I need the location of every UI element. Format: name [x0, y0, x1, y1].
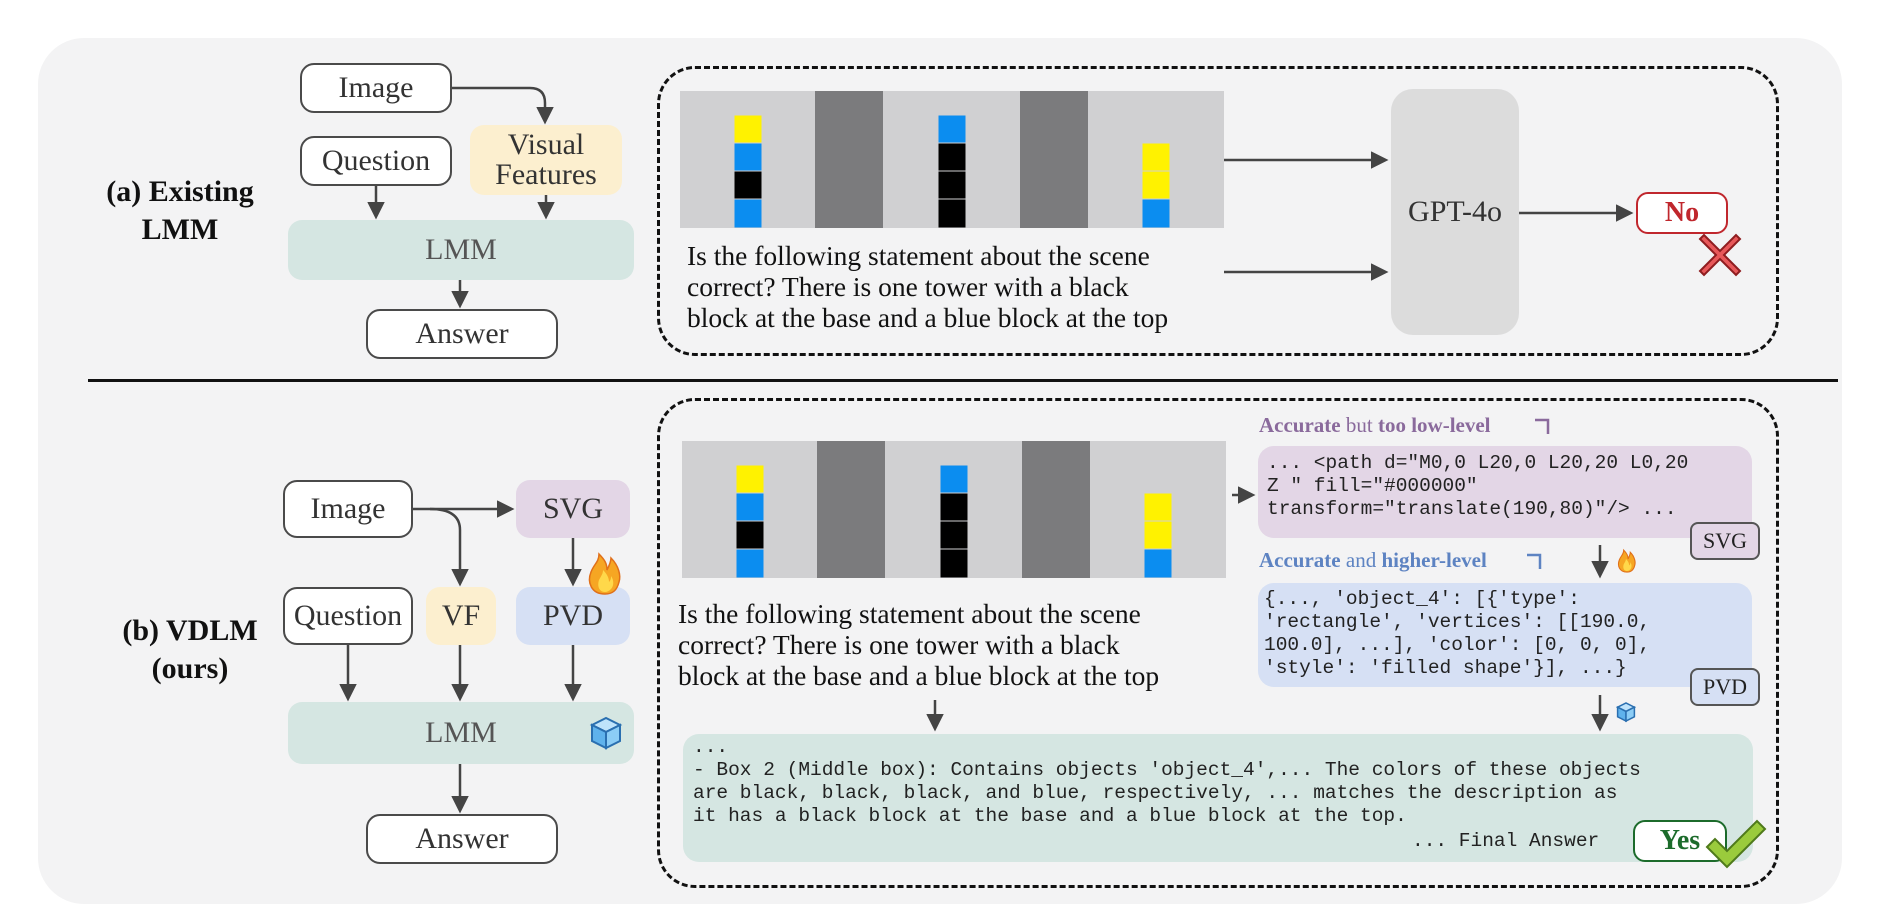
answer-node: Answer: [366, 309, 558, 359]
arrow-image-to-vf: [429, 507, 469, 587]
svg-tag: SVG: [1690, 522, 1760, 560]
checkmark-icon: [1705, 819, 1767, 869]
visual-features-line: Visual: [507, 128, 585, 161]
example-box-vdlm: [657, 398, 1779, 888]
caption-connector: but: [1340, 413, 1378, 437]
question-node: Question: [283, 587, 413, 645]
caption-connector: and: [1340, 548, 1382, 572]
section-label-existing: (a) Existing LMM: [80, 173, 280, 249]
visual-features-node: Visual Features: [470, 125, 622, 195]
example-box-existing: [657, 66, 1779, 356]
fire-icon: [1617, 548, 1636, 573]
result-no-badge: No: [1636, 192, 1728, 234]
image-node: Image: [300, 63, 452, 113]
reasoning-text: ... - Box 2 (Middle box): Contains objec…: [693, 736, 1641, 827]
section-label-line: LMM: [141, 213, 219, 246]
svg-node: SVG: [516, 480, 630, 538]
caption-accurate: Accurate: [1259, 548, 1341, 572]
tower-scene-image: [680, 91, 1224, 228]
reasoning-box: [683, 734, 1753, 862]
ice-cube-icon: [1615, 702, 1637, 723]
caption-bracket: [1535, 418, 1550, 434]
result-yes-badge: Yes: [1633, 820, 1727, 862]
fire-icon: [588, 552, 621, 595]
svg-code: ... <path d="M0,0 L20,0 L20,20 L0,20 Z "…: [1267, 452, 1689, 520]
section-label-vdlm: (b) VDLM (ours): [80, 612, 300, 688]
answer-node: Answer: [366, 814, 558, 864]
pvd-code-box: [1258, 583, 1752, 687]
ice-cube-icon: [589, 716, 623, 750]
pvd-node: PVD: [516, 587, 630, 645]
gpt4o-node: GPT-4o: [1391, 89, 1519, 335]
svg-code-box: [1258, 446, 1752, 538]
caption-accurate: Accurate: [1259, 413, 1341, 437]
question-node: Question: [300, 136, 452, 186]
pvd-caption: Accurate and higher-level: [1259, 548, 1487, 573]
pvd-code: {..., 'object_4': [{'type': 'rectangle',…: [1264, 588, 1651, 679]
vf-node: VF: [426, 587, 496, 645]
svg-caption: Accurate but too low-level: [1259, 413, 1491, 438]
question-text-vdlm: Is the following statement about the sce…: [678, 598, 1160, 691]
pvd-tag: PVD: [1690, 668, 1760, 706]
cross-icon: [1698, 233, 1742, 277]
lmm-node: LMM: [288, 220, 634, 280]
tower-scene-image: [682, 441, 1226, 578]
section-label-line: (ours): [151, 652, 229, 685]
final-answer-text: ... Final Answer: [1412, 830, 1600, 852]
visual-features-line: Features: [495, 158, 597, 191]
question-text-existing: Is the following statement about the sce…: [687, 240, 1169, 333]
arrow-image-to-features: [452, 86, 554, 125]
caption-level: too low-level: [1377, 413, 1491, 437]
section-label-line: (b) VDLM: [122, 614, 258, 647]
caption-level: higher-level: [1381, 548, 1487, 572]
section-divider: [88, 379, 1838, 382]
image-node: Image: [283, 480, 413, 538]
caption-bracket: [1527, 553, 1542, 569]
lmm-node: LMM: [288, 702, 634, 764]
section-label-line: (a) Existing: [106, 175, 254, 208]
